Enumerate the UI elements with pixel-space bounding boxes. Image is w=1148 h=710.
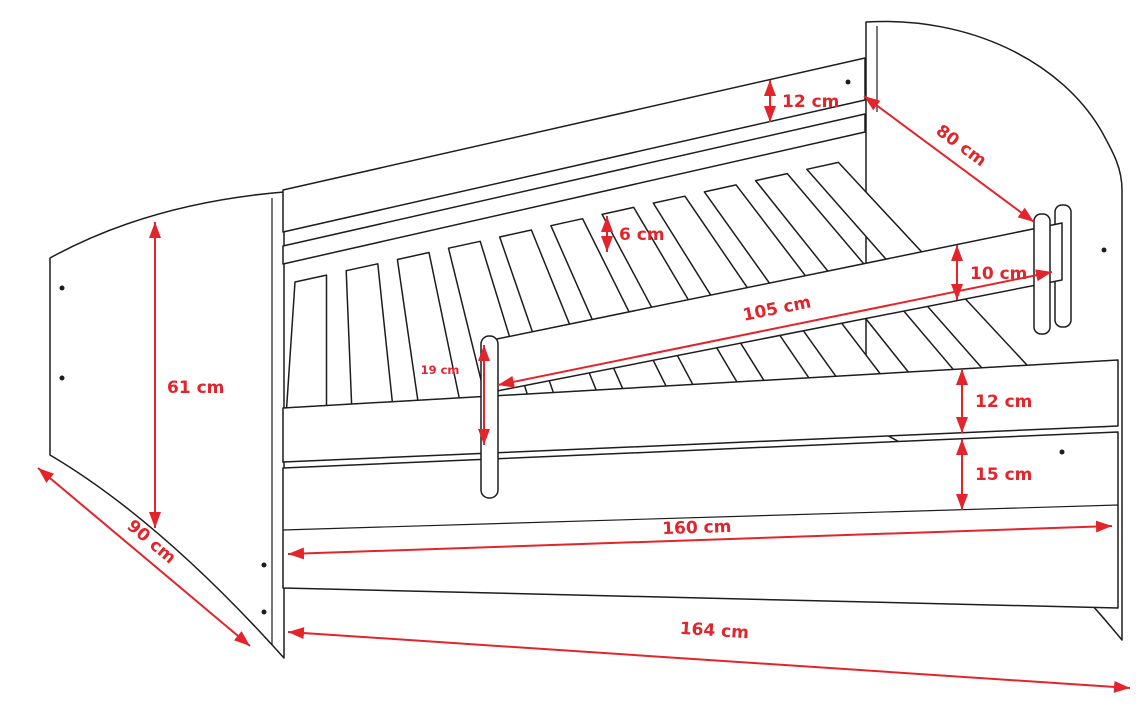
screw-cap-dot (1101, 247, 1107, 253)
dimension-top-rail-height: 12 cm (764, 80, 839, 122)
dimension-arrow (287, 627, 1131, 693)
dimension-guard-post-height: 19 cm (421, 345, 490, 445)
dimension-label: 6 cm (619, 225, 665, 245)
dimension-outer-length: 164 cm (287, 619, 1131, 693)
dimension-label: 61 cm (167, 378, 224, 398)
dimension-label: 19 cm (421, 363, 460, 377)
dimension-drawer-front-height: 15 cm (956, 439, 1032, 510)
dimension-arrow (863, 95, 1035, 223)
dimension-arrow (37, 467, 251, 647)
dimension-label: 10 cm (970, 264, 1027, 284)
dimension-label: 12 cm (975, 392, 1032, 412)
dimension-label: 12 cm (782, 92, 839, 112)
screw-cap-dot (1059, 449, 1065, 455)
screw-cap-dot (59, 285, 65, 291)
dimension-label: 15 cm (975, 465, 1032, 485)
screw-cap-dot (261, 562, 267, 568)
dimension-arrow (497, 269, 1053, 388)
dimension-inner-length: 160 cm (287, 517, 1113, 560)
screw-cap-dot (261, 609, 267, 615)
dimension-label: 160 cm (662, 517, 732, 539)
headboard-panel (49, 191, 285, 659)
dimension-label: 164 cm (679, 619, 749, 644)
dimension-side-rail-height: 12 cm (956, 369, 1032, 433)
screw-cap-dot (59, 375, 65, 381)
dimension-slat-height: 6 cm (601, 216, 665, 252)
screw-cap-dot (845, 79, 851, 85)
dimension-arrow (287, 520, 1113, 560)
headboard-face (49, 191, 285, 659)
